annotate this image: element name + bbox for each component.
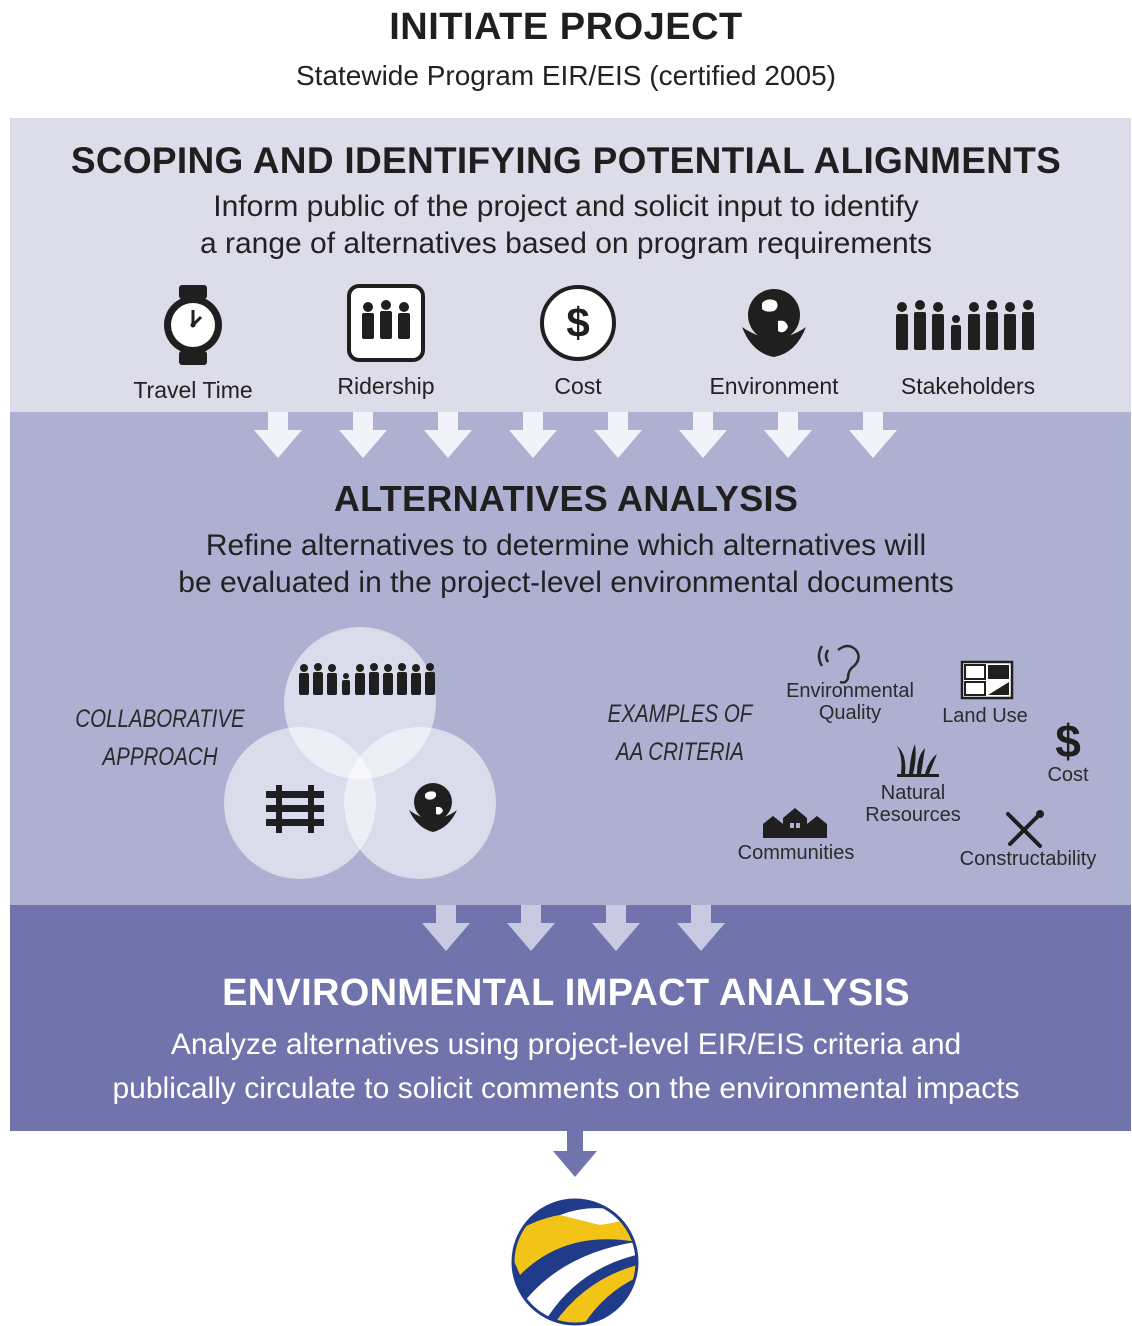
dollar-icon: $ <box>1055 715 1081 767</box>
initiate-project-subtitle: Statewide Program EIR/EIS (certified 200… <box>295 60 836 91</box>
examples-line2: AA CRITERIA <box>616 738 744 766</box>
scoping-description-line1: Inform public of the project and solicit… <box>213 190 919 223</box>
ridership-label: Ridership <box>337 373 435 399</box>
tools-icon <box>1006 810 1044 848</box>
environmental-quality-line1: Environmental <box>786 680 914 702</box>
scoping-description: Inform public of the project and solicit… <box>0 188 1132 262</box>
environmental-quality-line2: Quality <box>818 702 882 724</box>
down-arrow-icon <box>424 412 472 458</box>
natural-resources-line2: Resources <box>865 804 961 826</box>
dollar-icon: $ <box>540 285 616 361</box>
stakeholders-item: Stakeholders <box>878 283 1058 400</box>
travel-time-label: Travel Time <box>133 377 253 403</box>
down-arrow-icon <box>764 412 812 458</box>
down-arrow-icon <box>677 905 725 951</box>
svg-text:$: $ <box>1055 715 1081 767</box>
land-use-icon <box>960 660 1014 700</box>
down-arrow-icon <box>339 412 387 458</box>
down-arrow-icon <box>553 1131 597 1177</box>
down-arrow-icon <box>422 905 470 951</box>
stakeholders-label: Stakeholders <box>900 373 1036 399</box>
natural-resources-label: Natural Resources <box>848 782 978 826</box>
alternatives-band <box>10 412 1131 905</box>
ridership-icon <box>347 284 425 362</box>
down-arrow-icon <box>592 905 640 951</box>
venn-circle-rail <box>224 727 376 879</box>
rail-track-icon <box>266 785 324 833</box>
environment-label: Environment <box>709 373 839 399</box>
ridership-item: Ridership <box>296 283 476 400</box>
natural-resources-line1: Natural <box>880 782 946 804</box>
alternatives-description-line2: be evaluated in the project-level enviro… <box>178 566 954 599</box>
environment-item: Environment <box>684 283 864 400</box>
grass-icon <box>897 744 939 777</box>
initiate-project-title: INITIATE PROJECT <box>389 6 743 48</box>
globe-leaf-icon <box>409 783 457 832</box>
ear-sound-icon <box>817 644 860 684</box>
down-arrow-icon <box>507 905 555 951</box>
constructability-label: Constructability <box>959 848 1097 870</box>
environmental-impact-band <box>10 905 1131 1131</box>
down-arrow-icon <box>849 412 897 458</box>
alternatives-description: Refine alternatives to determine which a… <box>0 527 1132 601</box>
cost-item: $ Cost <box>488 283 668 400</box>
environmental-impact-line2: publically circulate to solicit comments… <box>112 1072 1020 1105</box>
scoping-title: SCOPING AND IDENTIFYING POTENTIAL ALIGNM… <box>70 140 1062 181</box>
alternatives-description-line1: Refine alternatives to determine which a… <box>205 529 927 562</box>
environmental-quality-label: Environmental Quality <box>770 680 930 724</box>
svg-text:$: $ <box>566 299 589 346</box>
globe-leaf-icon <box>742 289 806 357</box>
cost-label: Cost <box>554 373 602 399</box>
collaborative-line2: APPROACH <box>102 743 218 771</box>
collaborative-line1: COLLABORATIVE <box>75 705 245 733</box>
down-arrow-icon <box>679 412 727 458</box>
environmental-impact-description: Analyze alternatives using project-level… <box>0 1023 1132 1111</box>
collaborative-approach-label: COLLABORATIVE APPROACH <box>70 700 250 776</box>
travel-time-item: Travel Time <box>103 283 283 404</box>
alternatives-title: ALTERNATIVES ANALYSIS <box>333 478 799 519</box>
initiate-project-header: INITIATE PROJECT Statewide Program EIR/E… <box>0 0 1132 118</box>
down-arrow-icon <box>594 412 642 458</box>
down-arrow-icon <box>509 412 557 458</box>
examples-line1: EXAMPLES OF <box>607 700 753 728</box>
houses-icon <box>763 808 827 838</box>
scoping-description-line2: a range of alternatives based on program… <box>199 227 933 260</box>
people-group-icon <box>896 300 1034 350</box>
environmental-impact-line1: Analyze alternatives using project-level… <box>170 1028 962 1061</box>
examples-criteria-label: EXAMPLES OF AA CRITERIA <box>590 695 770 771</box>
down-arrow-icon <box>254 412 302 458</box>
clock-icon <box>164 285 222 365</box>
people-group-icon <box>299 663 435 695</box>
cost-criteria-label: Cost <box>1047 764 1089 786</box>
communities-label: Communities <box>737 842 855 864</box>
land-use-label: Land Use <box>942 705 1028 727</box>
environmental-impact-title: ENVIRONMENTAL IMPACT ANALYSIS <box>222 972 910 1014</box>
